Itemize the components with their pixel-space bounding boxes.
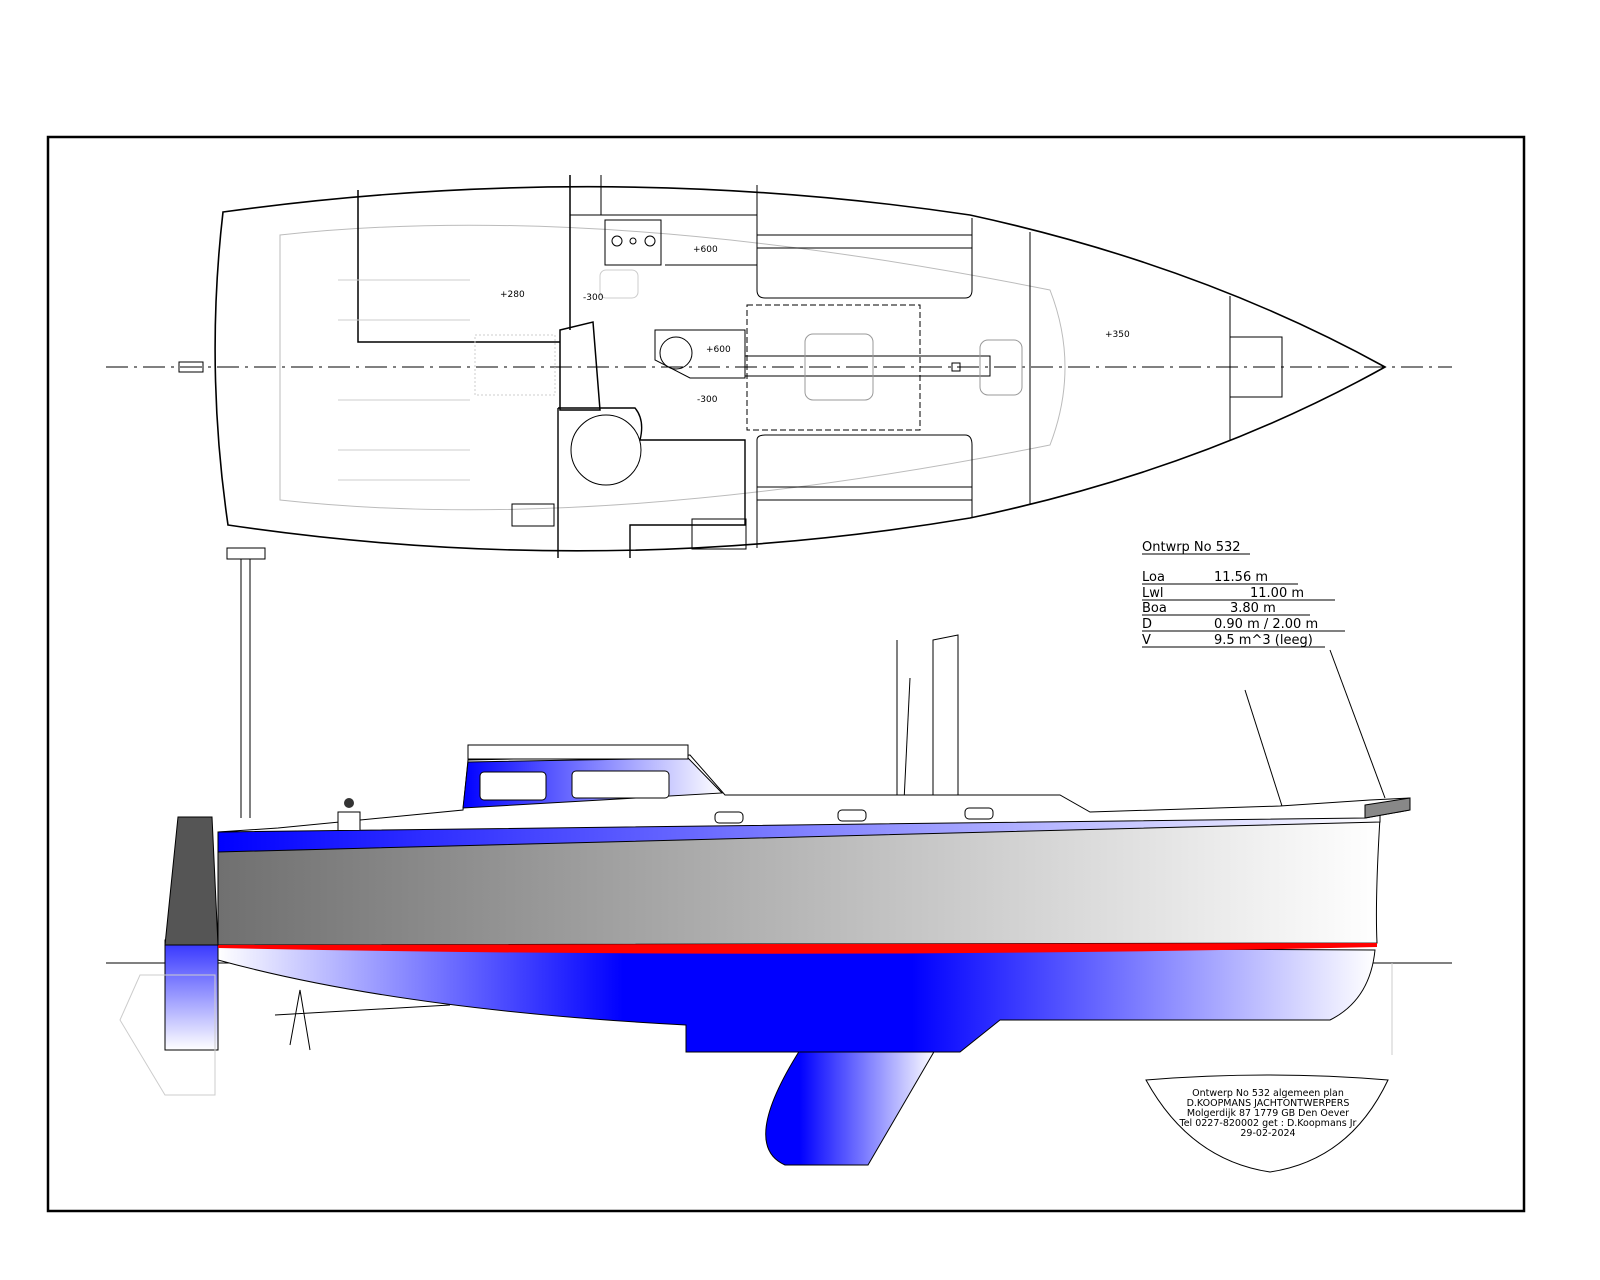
cabin-window (571, 770, 670, 799)
rudder (164, 939, 219, 1051)
winch (337, 811, 361, 830)
title-line: Molgerdijk 87 1779 GB Den Oever (1187, 1108, 1349, 1119)
drawing-border (46, 135, 1526, 1213)
title-line: Ontwerp No 532 algemeen plan (1192, 1088, 1344, 1099)
specifications-block: Ontwrp No 532 Loa 11.56 m Lwl 11.00 m Bo… (1142, 540, 1345, 648)
spec-value: 11.56 m (1214, 570, 1268, 585)
bowsprit (1364, 797, 1411, 819)
level-label: -300 (697, 395, 718, 405)
title-block: Ontwerp No 532 algemeen plan D.KOOPMANS … (1145, 1074, 1389, 1173)
hull-outline-plan (214, 185, 1387, 552)
title-line: D.KOOPMANS JACHTONTWERPERS (1187, 1098, 1350, 1109)
transom (164, 816, 219, 946)
porthole (837, 809, 867, 822)
level-label: +280 (500, 290, 525, 300)
spec-label: Boa (1142, 601, 1167, 616)
topsides (217, 817, 1381, 946)
spec-value: 0.90 m / 2.00 m (1214, 617, 1318, 632)
side-profile-view (106, 547, 1452, 1166)
hatch-top (467, 744, 689, 760)
cabin-window (479, 771, 547, 801)
porthole (964, 807, 994, 820)
spec-label: Lwl (1142, 586, 1164, 601)
porthole (714, 811, 744, 824)
level-label: +350 (1105, 330, 1130, 340)
level-label: +600 (706, 345, 731, 355)
title-line: Tel 0227-820002 get : D.Koopmans Jr (1179, 1118, 1357, 1129)
keel (765, 1049, 936, 1166)
spec-label: Loa (1142, 570, 1165, 585)
level-label: -300 (583, 293, 604, 303)
level-label: +600 (693, 245, 718, 255)
spec-label: D (1142, 617, 1152, 632)
spec-value: 3.80 m (1230, 601, 1276, 616)
spec-label: V (1142, 633, 1151, 648)
underwater-hull (217, 944, 1376, 1053)
title-date: 29-02-2024 (1240, 1128, 1295, 1139)
deck-plan-view: +280 -300 +600 +600 -300 +350 (106, 175, 1452, 558)
spec-value: 11.00 m (1250, 586, 1304, 601)
specs-title: Ontwrp No 532 (1142, 540, 1241, 555)
spec-value: 9.5 m^3 (leeg) (1214, 633, 1313, 648)
